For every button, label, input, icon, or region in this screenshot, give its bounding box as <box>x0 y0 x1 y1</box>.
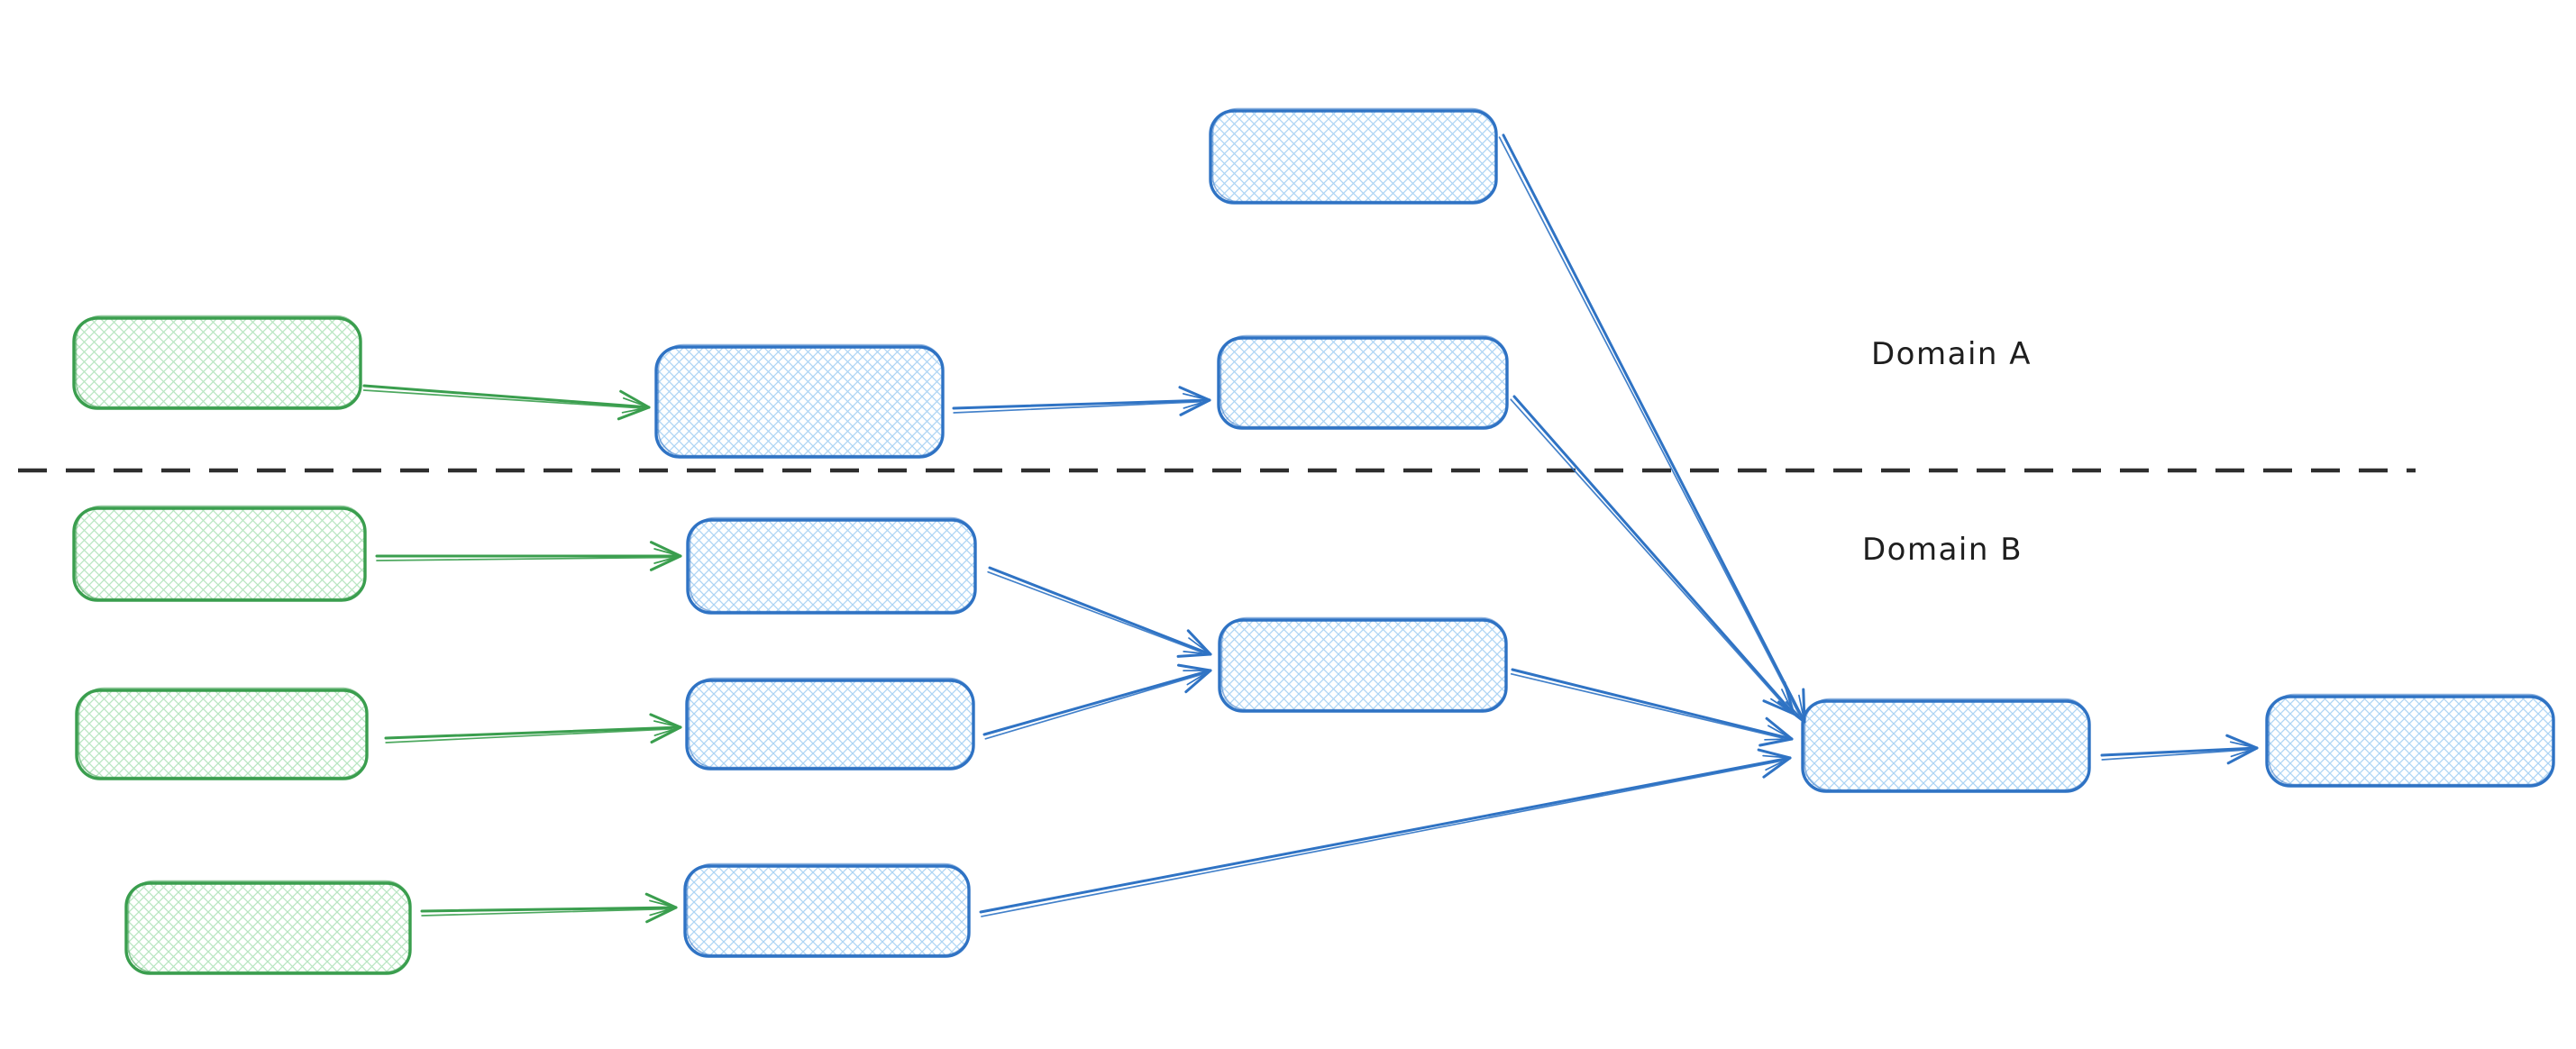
arrow-blue-a1-to-blue-a2 <box>952 386 1211 416</box>
arrow-blue-a2-to-collector <box>1510 395 1795 716</box>
arrow-green-a1-to-blue-a1 <box>362 384 651 421</box>
node-green-a1 <box>72 315 362 410</box>
arrow-collector-to-output <box>2100 734 2259 765</box>
node-blue-b3 <box>683 862 971 958</box>
node-blue-collector <box>1801 698 2091 793</box>
domain-a-label: Domain A <box>1871 336 2032 372</box>
node-blue-b1 <box>686 516 977 615</box>
arrow-blue-b1-to-merge <box>987 566 1212 658</box>
node-green-b2 <box>75 687 369 780</box>
arrow-blue-b2-to-merge <box>982 663 1212 740</box>
node-green-b3 <box>124 880 412 975</box>
arrow-blue-b3-to-collector <box>979 748 1792 917</box>
node-blue-top <box>1209 107 1498 205</box>
arrow-green-b2-to-blue-b2 <box>384 713 682 744</box>
node-blue-output <box>2265 693 2555 788</box>
node-green-b1 <box>72 505 367 602</box>
node-blue-b-merge <box>1218 616 1508 713</box>
node-blue-b2 <box>685 677 975 771</box>
domain-b-label: Domain B <box>1861 532 2023 568</box>
node-blue-a2 <box>1217 334 1509 430</box>
arrow-green-b1-to-blue-b1 <box>375 541 682 571</box>
arrow-green-b3-to-blue-b3 <box>420 892 678 924</box>
arrow-merge-to-collector <box>1510 668 1794 747</box>
node-blue-a1 <box>654 343 945 459</box>
arrow-blue-top-to-collector <box>1498 133 1806 724</box>
